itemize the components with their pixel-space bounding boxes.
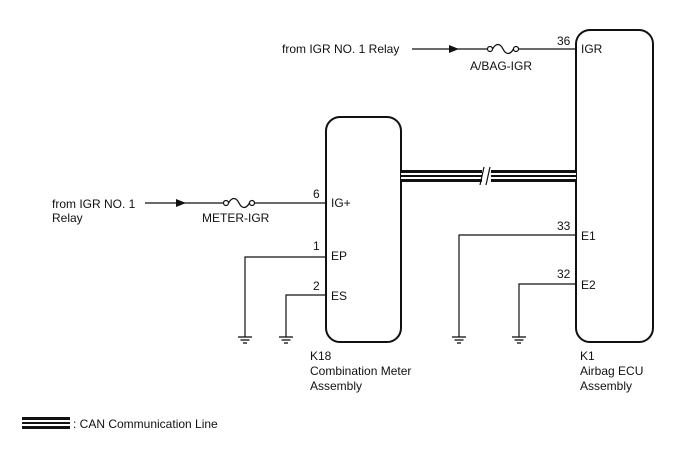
ecu-e2-ground-wire — [518, 283, 576, 337]
meter-pin-1-number: 1 — [313, 239, 320, 253]
ecu-name-line1: Airbag ECU — [580, 364, 643, 378]
top-fuse-label: A/BAG-IGR — [470, 59, 532, 73]
airbag-ecu-box — [575, 29, 654, 343]
ecu-pin-igr-name: IGR — [581, 42, 603, 56]
legend-label: : CAN Communication Line — [73, 417, 218, 431]
combination-meter-box — [325, 116, 402, 343]
left-source-label-line2: Relay — [52, 211, 83, 225]
left-fuse-label: METER-IGR — [202, 211, 270, 225]
left-fuse-terminal-right — [248, 199, 256, 207]
ecu-pin-36-number: 36 — [557, 34, 571, 48]
top-fuse-terminal-left — [486, 45, 494, 53]
ecu-pin-e2-name: E2 — [581, 278, 596, 292]
meter-es-ground-wire — [285, 294, 326, 337]
ecu-pin-33-number: 33 — [557, 219, 571, 233]
can-communication-line — [401, 166, 576, 186]
meter-ep-ground-icon — [238, 336, 252, 344]
meter-pin-6-number: 6 — [313, 187, 320, 201]
legend-can-line-swatch — [22, 417, 70, 429]
top-fuse-icon — [491, 43, 515, 55]
top-source-label: from IGR NO. 1 Relay — [282, 42, 399, 56]
top-fuse-terminal-right — [512, 45, 520, 53]
left-fuse-terminal-left — [222, 199, 230, 207]
ecu-e1-ground-wire — [458, 234, 576, 337]
meter-pin-ep-name: EP — [331, 249, 347, 263]
ecu-e2-ground-icon — [512, 336, 526, 344]
meter-name-line2: Assembly — [310, 379, 362, 393]
ecu-name-line2: Assembly — [580, 379, 632, 393]
ecu-connector-code: K1 — [580, 349, 595, 363]
meter-pin-es-name: ES — [331, 289, 347, 303]
ecu-pin-32-number: 32 — [557, 267, 571, 281]
ecu-e1-ground-icon — [452, 336, 466, 344]
meter-connector-code: K18 — [310, 349, 332, 363]
meter-pin-2-number: 2 — [313, 279, 320, 293]
meter-es-ground-icon — [279, 336, 293, 344]
meter-ep-ground-wire — [244, 256, 326, 337]
left-source-label-line1: from IGR NO. 1 — [52, 197, 136, 211]
left-fuse-icon — [227, 197, 251, 209]
meter-name-line1: Combination Meter — [310, 364, 411, 378]
meter-pin-igplus-name: IG+ — [331, 196, 351, 210]
ecu-pin-e1-name: E1 — [581, 229, 596, 243]
